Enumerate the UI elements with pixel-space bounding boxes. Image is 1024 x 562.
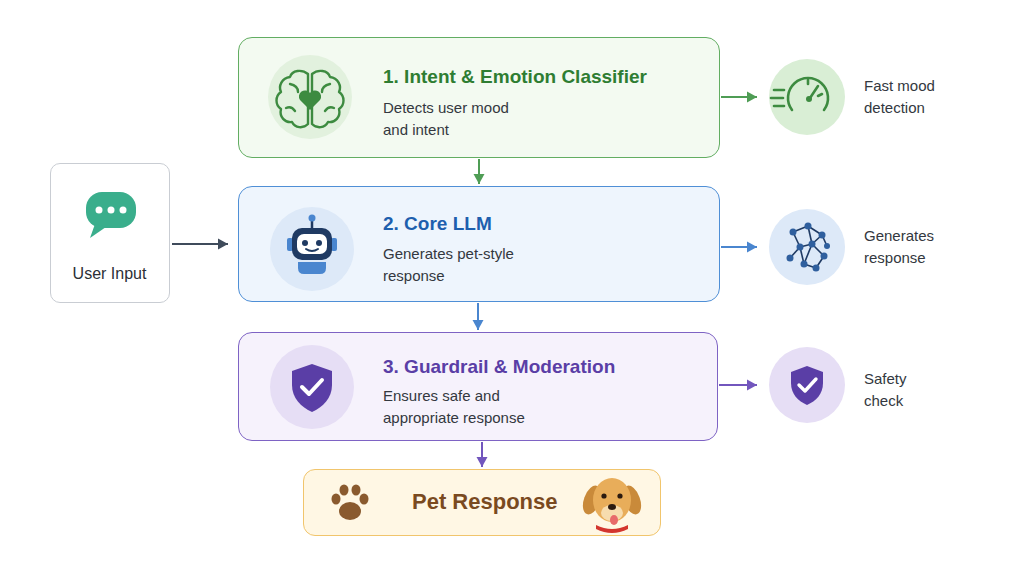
step-description: Detects user mood and intent bbox=[383, 97, 523, 141]
arrow-head bbox=[473, 320, 484, 330]
arrow-line bbox=[172, 243, 228, 245]
process-box: 3. Guardrail & ModerationEnsures safe an… bbox=[238, 332, 718, 441]
flow-arrow bbox=[474, 159, 485, 184]
process-box: 1. Intent & Emotion ClassifierDetects us… bbox=[238, 37, 720, 158]
step-title: 1. Intent & Emotion Classifier bbox=[383, 66, 713, 88]
arrow-head bbox=[218, 239, 228, 250]
arrow-head bbox=[474, 174, 485, 184]
flow-arrow bbox=[473, 303, 484, 330]
flow-arrow bbox=[721, 242, 757, 253]
flow-arrow bbox=[719, 380, 757, 391]
flow-arrow bbox=[172, 239, 228, 250]
feature-circle: Fast mood detection bbox=[769, 59, 979, 135]
feature-circle: Safety check bbox=[769, 347, 979, 423]
feature-label: Generates response bbox=[864, 225, 964, 269]
flow-arrow bbox=[477, 442, 488, 467]
input-label: User Input bbox=[51, 263, 168, 285]
arrow-head bbox=[747, 92, 757, 103]
step-description: Ensures safe and appropriate response bbox=[383, 385, 543, 429]
step-title: 2. Core LLM bbox=[383, 213, 713, 235]
arrow-line bbox=[719, 384, 757, 386]
flow-arrow bbox=[721, 92, 757, 103]
speedometer-icon bbox=[769, 59, 845, 135]
step-description: Generates pet-style response bbox=[383, 243, 533, 287]
feature-label: Fast mood detection bbox=[864, 75, 964, 119]
arrow-line bbox=[481, 442, 483, 467]
safety-shield-icon bbox=[769, 347, 845, 423]
input-box: User Input bbox=[50, 163, 170, 303]
arrow-head bbox=[747, 380, 757, 391]
process-box: 2. Core LLM Generates pet-style response bbox=[238, 186, 720, 302]
network-icon bbox=[769, 209, 845, 285]
arrow-line bbox=[721, 96, 757, 98]
output-label: Pet Response bbox=[412, 489, 612, 515]
feature-label: Safety check bbox=[864, 368, 924, 412]
feature-circle: Generates response bbox=[769, 209, 979, 285]
arrow-line bbox=[477, 303, 479, 330]
output-box: Pet Response bbox=[303, 469, 661, 536]
arrow-head bbox=[747, 242, 757, 253]
arrow-head bbox=[477, 457, 488, 467]
arrow-line bbox=[478, 159, 480, 184]
arrow-line bbox=[721, 246, 757, 248]
step-title: 3. Guardrail & Moderation bbox=[383, 356, 713, 378]
